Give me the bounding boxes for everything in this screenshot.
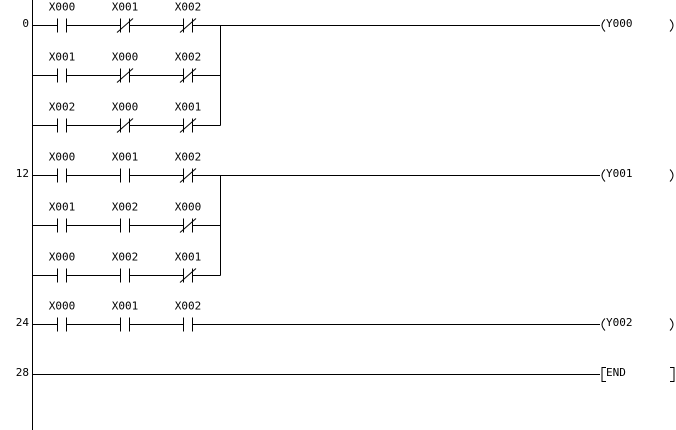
contact-nc: X000 — [67, 101, 138, 133]
coil-left-paren — [601, 169, 606, 182]
contact-no: X000 — [32, 1, 76, 33]
coil-right-paren — [669, 169, 674, 182]
contact-no: X002 — [67, 251, 138, 283]
contact-no: X002 — [130, 300, 201, 332]
contact-nc-slash — [179, 218, 197, 233]
rung-28: 28 END — [16, 366, 675, 382]
contact-address: X002 — [49, 101, 76, 114]
output-coil: Y002 — [601, 316, 674, 331]
contact-address: X002 — [175, 51, 202, 64]
step-number: 0 — [22, 17, 29, 30]
step-number: 12 — [16, 167, 29, 180]
coil-label: Y002 — [606, 316, 633, 329]
contact-no: X000 — [32, 151, 76, 183]
contact-address: X001 — [112, 151, 139, 164]
contact-address: X000 — [175, 201, 202, 214]
contact-address: X000 — [49, 251, 76, 264]
contact-address: X001 — [175, 251, 202, 264]
contact-address: X000 — [49, 300, 76, 313]
contact-nc: X000 — [130, 201, 201, 233]
contact-nc-slash — [179, 18, 197, 33]
branch-3: X000 X002 X001 — [32, 251, 221, 283]
instruction-left-bracket — [601, 367, 606, 382]
step-number: 28 — [16, 366, 29, 379]
contact-nc-slash — [116, 18, 134, 33]
branch-1: X000 X001 X002 — [32, 151, 221, 183]
branch-2: X001 X002 X000 — [32, 201, 221, 233]
contact-nc-slash — [179, 118, 197, 133]
contact-no: X002 — [67, 201, 138, 233]
contact-address: X002 — [175, 1, 202, 14]
contact-no: X001 — [67, 151, 138, 183]
contact-nc-slash — [116, 68, 134, 83]
contact-address: X002 — [175, 300, 202, 313]
contact-address: X000 — [49, 151, 76, 164]
branch-1: X000 X001 X002 — [32, 1, 221, 33]
contact-no: X002 — [32, 101, 76, 133]
contact-nc: X000 — [67, 51, 138, 83]
output-coil: Y001 — [601, 167, 674, 182]
instruction-label: END — [606, 366, 626, 379]
contact-nc-slash — [179, 268, 197, 283]
step-number: 24 — [16, 316, 30, 329]
coil-right-paren — [669, 318, 674, 331]
contact-no: X000 — [32, 300, 76, 332]
contact-nc-slash — [179, 168, 197, 183]
end-instruction: END — [601, 366, 675, 382]
contact-no: X000 — [32, 251, 76, 283]
contact-nc: X001 — [130, 251, 201, 283]
output-coil: Y000 — [601, 17, 674, 32]
coil-right-paren — [669, 19, 674, 32]
contact-no: X001 — [32, 51, 76, 83]
instruction-right-bracket — [670, 367, 675, 382]
branch-1: X000 X001 X002 — [32, 300, 600, 332]
coil-label: Y001 — [606, 167, 633, 180]
contact-address: X002 — [112, 201, 139, 214]
contact-nc-slash — [179, 68, 197, 83]
contact-address: X000 — [112, 51, 139, 64]
contact-nc: X001 — [67, 1, 138, 33]
contact-address: X001 — [49, 201, 76, 214]
coil-left-paren — [601, 318, 606, 331]
contact-nc: X002 — [130, 51, 201, 83]
contact-nc: X001 — [130, 101, 201, 133]
contact-address: X002 — [112, 251, 139, 264]
contact-address: X001 — [112, 300, 139, 313]
contact-no: X001 — [67, 300, 138, 332]
coil-label: Y000 — [606, 17, 633, 30]
contact-address: X000 — [112, 101, 139, 114]
contact-no: X001 — [32, 201, 76, 233]
contact-address: X001 — [49, 51, 76, 64]
contact-address: X002 — [175, 151, 202, 164]
contact-nc: X002 — [130, 1, 201, 33]
contact-address: X001 — [175, 101, 202, 114]
contact-address: X001 — [112, 1, 139, 14]
coil-left-paren — [601, 19, 606, 32]
contact-nc-slash — [116, 118, 134, 133]
contact-address: X000 — [49, 1, 76, 14]
branch-2: X001 X000 X002 — [32, 51, 221, 83]
branch-3: X002 X000 X001 — [32, 101, 221, 133]
contact-nc: X002 — [130, 151, 201, 183]
